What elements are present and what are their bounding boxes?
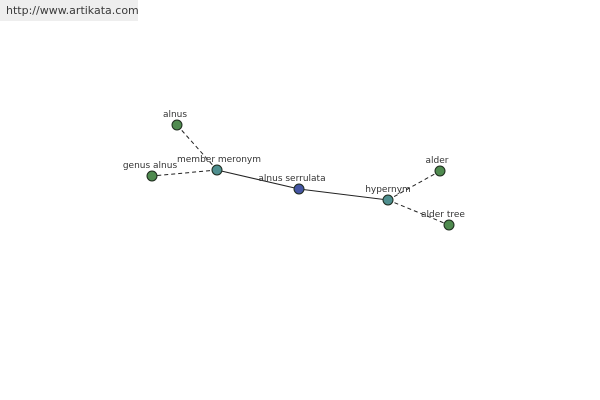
labels-layer: alnus serrulata member meronym hypernym aln…	[123, 110, 466, 220]
nodes-layer	[146, 119, 455, 231]
edge-member-meronym-to-genus-alnus	[151, 169, 218, 177]
node-alnus-serrulata[interactable]	[293, 183, 305, 195]
url-banner[interactable]: http://www.artikata.com	[0, 0, 139, 21]
node-label-alder-tree[interactable]: alder tree	[421, 210, 465, 220]
edge-hypernym-to-alder	[387, 170, 441, 201]
node-member-meronym[interactable]	[211, 164, 223, 176]
url-banner-text[interactable]: http://www.artikata.com	[6, 4, 139, 17]
node-alder[interactable]	[434, 165, 446, 177]
node-hypernym[interactable]	[382, 194, 394, 206]
node-genus-alnus[interactable]	[146, 170, 158, 182]
node-label-genus-alnus[interactable]: genus alnus	[123, 161, 178, 171]
node-label-alnus[interactable]: alnus	[163, 110, 187, 120]
node-label-alnus-serrulata[interactable]: alnus serrulata	[258, 174, 325, 184]
edges-layer	[151, 124, 450, 226]
edge-alnus-serrulata-to-member-meronym	[216, 169, 300, 190]
node-label-member-meronym[interactable]: member meronym	[177, 155, 261, 165]
node-label-hypernym[interactable]: hypernym	[365, 185, 411, 195]
edge-member-meronym-to-alnus	[176, 124, 218, 171]
node-label-alder[interactable]: alder	[426, 156, 449, 166]
edge-hypernym-to-alder-tree	[387, 199, 450, 226]
node-alnus[interactable]	[171, 119, 183, 131]
edge-alnus-serrulata-to-hypernym	[298, 188, 389, 201]
node-alder-tree[interactable]	[443, 219, 455, 231]
